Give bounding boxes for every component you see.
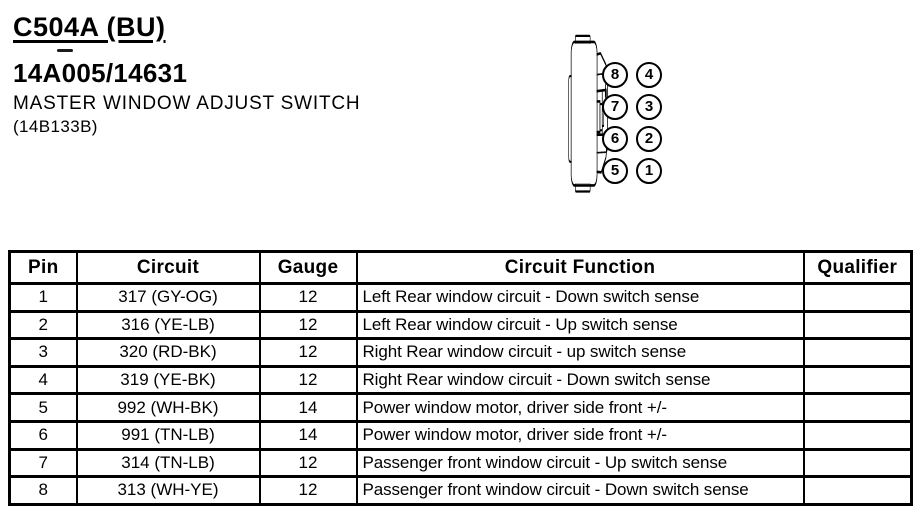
cell-qualifier (802, 337, 912, 367)
pinout-table-body: 1 317 (GY-OG) 12 Left Rear window circui… (9, 282, 912, 505)
cell-circuit: 991 (TN-LB) (75, 419, 260, 450)
pinout-table: Pin Circuit Gauge Circuit Function Quali… (8, 250, 913, 506)
cell-pin: 2 (9, 309, 77, 339)
table-header-row: Pin Circuit Gauge Circuit Function Quali… (9, 251, 912, 285)
cell-circuit: 313 (WH-YE) (75, 475, 260, 505)
column-header-qualifier: Qualifier (802, 251, 912, 285)
cell-gauge: 12 (258, 447, 357, 477)
component-code: (14B133B) (13, 117, 98, 136)
cell-pin: 7 (9, 447, 77, 477)
column-header-circuit: Circuit (75, 251, 260, 285)
pin-circle-6: 6 (602, 126, 628, 152)
cell-circuit: 319 (YE-BK) (75, 364, 260, 394)
connector-outline-drawing (568, 34, 608, 193)
table-row: 1 317 (GY-OG) 12 Left Rear window circui… (9, 282, 912, 312)
cell-pin: 3 (9, 337, 77, 367)
column-header-pin: Pin (9, 251, 77, 285)
cell-gauge: 14 (258, 392, 357, 422)
cell-qualifier (802, 282, 912, 312)
pin-circle-7: 7 (602, 94, 628, 120)
cell-gauge: 14 (258, 419, 357, 450)
column-header-gauge: Gauge (258, 251, 357, 285)
cell-function: Right Rear window circuit - up switch se… (355, 337, 804, 367)
cell-circuit: 316 (YE-LB) (75, 309, 260, 339)
cell-function: Power window motor, driver side front +/… (355, 419, 804, 450)
cell-qualifier (802, 309, 912, 339)
table-row: 4 319 (YE-BK) 12 Right Rear window circu… (9, 364, 912, 394)
cell-qualifier (802, 364, 912, 394)
pin-circle-8: 8 (602, 62, 628, 88)
cell-function: Passenger front window circuit - Up swit… (355, 447, 804, 477)
cell-circuit: 320 (RD-BK) (75, 337, 260, 367)
cell-function: Right Rear window circuit - Down switch … (355, 364, 804, 394)
cell-circuit: 317 (GY-OG) (75, 282, 260, 312)
cell-gauge: 12 (258, 282, 357, 312)
pin-circle-4: 4 (636, 62, 662, 88)
cell-pin: 1 (9, 282, 77, 312)
table-row: 7 314 (TN-LB) 12 Passenger front window … (9, 447, 912, 477)
cell-circuit: 314 (TN-LB) (75, 447, 260, 477)
component-name: MASTER WINDOW ADJUST SWITCH (13, 93, 361, 114)
table-row: 3 320 (RD-BK) 12 Right Rear window circu… (9, 337, 912, 367)
cell-pin: 6 (9, 419, 77, 450)
pin-circle-5: 5 (602, 158, 628, 184)
cell-circuit: 992 (WH-BK) (75, 392, 260, 422)
pin-circle-1: 1 (636, 158, 662, 184)
pin-circle-2: 2 (636, 126, 662, 152)
cell-pin: 4 (9, 364, 77, 394)
cell-qualifier (802, 419, 912, 450)
cell-gauge: 12 (258, 475, 357, 505)
table-row: 8 313 (WH-YE) 12 Passenger front window … (9, 475, 912, 505)
cell-pin: 5 (9, 392, 77, 422)
cell-gauge: 12 (258, 309, 357, 339)
scan-artifact (57, 49, 73, 52)
cell-function: Passenger front window circuit - Down sw… (355, 475, 804, 505)
part-number: 14A005/14631 (13, 58, 188, 88)
pin-circle-3: 3 (636, 94, 662, 120)
cell-gauge: 12 (258, 337, 357, 367)
cell-gauge: 12 (258, 364, 357, 394)
cell-qualifier (802, 392, 912, 422)
table-row: 2 316 (YE-LB) 12 Left Rear window circui… (9, 309, 912, 339)
cell-function: Left Rear window circuit - Up switch sen… (355, 309, 804, 339)
cell-qualifier (802, 447, 912, 477)
cell-function: Left Rear window circuit - Down switch s… (355, 282, 804, 312)
cell-function: Power window motor, driver side front +/… (355, 392, 804, 422)
connector-id-title: C504A (BU) (13, 12, 166, 42)
cell-pin: 8 (9, 475, 77, 505)
table-row: 5 992 (WH-BK) 14 Power window motor, dri… (9, 392, 912, 422)
cell-qualifier (802, 475, 912, 505)
column-header-function: Circuit Function (355, 251, 804, 285)
table-row: 6 991 (TN-LB) 14 Power window motor, dri… (9, 419, 912, 450)
